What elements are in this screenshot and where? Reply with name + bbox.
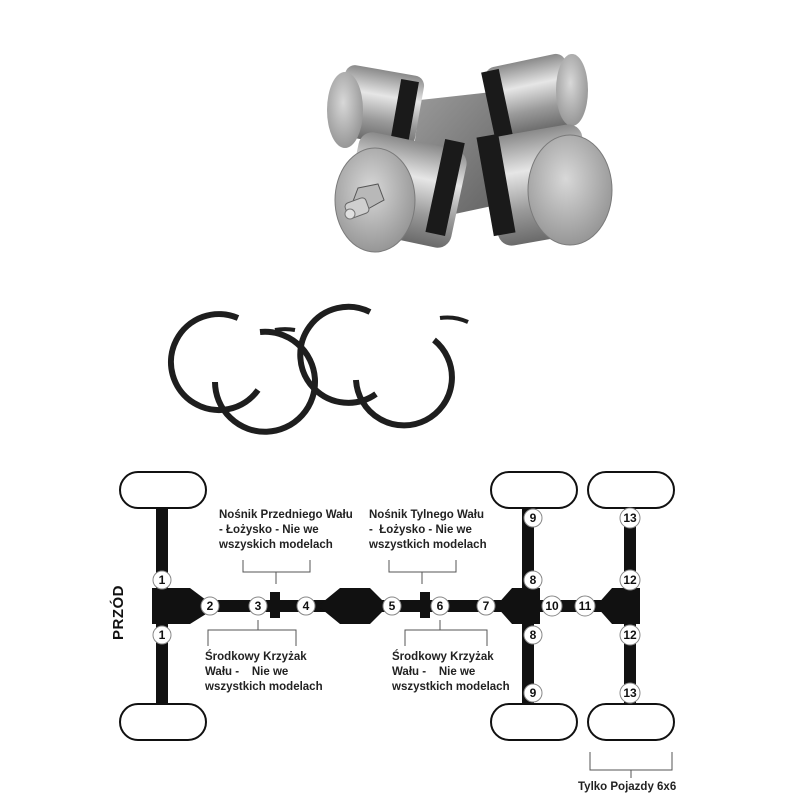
bearing-cup-back-left xyxy=(327,65,425,152)
snap-ring xyxy=(297,303,378,406)
snap-ring xyxy=(212,328,318,435)
tire-third-right xyxy=(587,703,675,741)
bearing-cup-front-right xyxy=(476,124,613,246)
front-carrier-label: Nośnik Przedniego Wału - Łożysko - Nie w… xyxy=(219,509,353,551)
bearing-cup-back-right xyxy=(481,53,588,140)
marker-10: 10 xyxy=(545,599,559,613)
marker-13: 13 xyxy=(623,686,637,700)
marker-11: 11 xyxy=(579,599,592,613)
marker-12: 12 xyxy=(623,628,637,642)
marker-13: 13 xyxy=(623,511,637,525)
marker-5: 5 xyxy=(389,599,396,613)
marker-6: 6 xyxy=(437,599,444,613)
marker-9: 9 xyxy=(530,511,537,525)
marker-12: 12 xyxy=(623,573,637,587)
grease-nipple xyxy=(344,183,385,220)
front-label: PRZÓD xyxy=(110,585,127,640)
center-joint-rear-label: Środkowy Krzyżak Wału - Nie we wszystkic… xyxy=(392,651,510,693)
marker-1: 1 xyxy=(159,628,166,642)
marker-2: 2 xyxy=(207,599,214,613)
marker-9: 9 xyxy=(530,686,537,700)
snap-ring xyxy=(167,311,261,414)
cross-joint xyxy=(327,53,613,253)
six-by-six-label: Tylko Pojazdy 6x6 xyxy=(578,781,677,793)
drivetrain-diagram: 1 1 2 3 4 5 6 7 9 8 8 9 10 11 13 12 12 1… xyxy=(119,471,675,778)
tire-front-left xyxy=(119,471,207,509)
markers xyxy=(152,507,641,704)
tire-rear-right xyxy=(490,703,578,741)
snap-rings xyxy=(167,303,469,435)
rear-carrier-label: Nośnik Tylnego Wału - Łożysko - Nie we w… xyxy=(369,509,487,551)
product-photo xyxy=(167,53,613,435)
snap-ring xyxy=(353,337,455,429)
tire-third-left xyxy=(587,471,675,509)
marker-1: 1 xyxy=(159,573,166,587)
tire-front-right xyxy=(119,703,207,741)
tire-rear-left xyxy=(490,471,578,509)
marker-8: 8 xyxy=(530,628,537,642)
marker-7: 7 xyxy=(483,599,490,613)
marker-8: 8 xyxy=(530,573,537,587)
marker-3: 3 xyxy=(255,599,262,613)
center-joint-front-label: Środkowy Krzyżak Wału - Nie we wszystkic… xyxy=(205,651,323,693)
bearing-cup-front-left xyxy=(334,132,467,253)
marker-4: 4 xyxy=(303,599,310,613)
